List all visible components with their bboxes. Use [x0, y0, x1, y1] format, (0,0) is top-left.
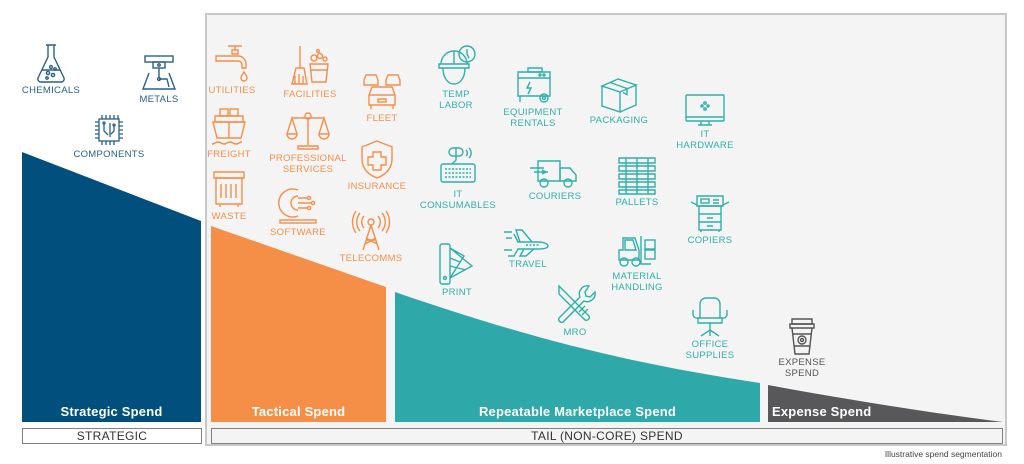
coffee-cup-icon — [789, 318, 815, 355]
copier-icon — [690, 195, 730, 232]
item-couriers: COURIERS — [522, 158, 588, 203]
item-label: UTILITIES — [208, 85, 256, 96]
dumpster-icon — [213, 171, 245, 207]
box-icon — [600, 78, 638, 113]
item-label: FREIGHT — [207, 149, 251, 160]
item-equipment-rentals: EQUIPMENT RENTALS — [498, 64, 568, 129]
item-label: TRAVEL — [508, 259, 548, 270]
plane-icon — [504, 229, 549, 257]
item-label: IT — [700, 129, 710, 140]
item-fleet: FLEET — [356, 70, 408, 125]
item-pallets: PALLETS — [606, 154, 668, 209]
item-copiers: COPIERS — [680, 192, 740, 247]
item-label: COPIERS — [687, 235, 733, 246]
strategic-category-bar: STRATEGIC — [22, 428, 202, 444]
item-label: FLEET — [366, 113, 398, 124]
item-label-line2: SERVICES — [282, 163, 334, 175]
strategic-spend-label: Strategic Spend — [60, 404, 163, 419]
marketplace-shape — [395, 292, 760, 422]
item-label: PACKAGING — [589, 115, 649, 126]
item-office-supplies: OFFICE SUPPLIES — [680, 296, 740, 361]
item-label: CHEMICALS — [21, 85, 81, 96]
strategic-shape — [22, 152, 201, 422]
gear-circuit-icon — [278, 188, 317, 224]
hardhat-clock-icon — [438, 45, 476, 85]
item-label: MATERIAL — [612, 271, 662, 282]
item-label: TEMP — [442, 89, 470, 100]
forklift-icon — [618, 236, 656, 267]
item-label: PALLETS — [615, 197, 659, 208]
tactical-shape — [211, 226, 386, 422]
item-it-consumables: IT CONSUMABLES — [416, 146, 500, 211]
expense-spend-label: Expense Spend — [772, 404, 872, 419]
item-label: SOFTWARE — [270, 227, 326, 238]
item-packaging: PACKAGING — [584, 76, 654, 127]
item-waste: WASTE — [206, 168, 252, 223]
caption: Illustrative spend segmentation — [884, 449, 1002, 459]
item-label-line2: HARDWARE — [676, 139, 734, 151]
item-label: PRINT — [442, 287, 472, 298]
item-label-line2: SUPPLIES — [685, 349, 735, 361]
item-label: IT — [453, 189, 463, 200]
swatch-icon — [439, 243, 474, 285]
monitor-icon — [685, 94, 725, 126]
chair-icon — [692, 297, 728, 337]
item-insurance: INSURANCE — [342, 138, 412, 193]
item-label-line2: RENTALS — [510, 117, 556, 129]
tactical-spend-label: Tactical Spend — [251, 404, 346, 419]
scales-icon — [286, 112, 330, 150]
item-label-line2: CONSUMABLES — [419, 199, 497, 211]
broom-bucket-icon — [291, 46, 329, 85]
item-label: COURIERS — [528, 191, 582, 202]
item-label: COMPONENTS — [73, 149, 145, 160]
item-label: INSURANCE — [347, 181, 407, 192]
item-mro: MRO — [548, 282, 602, 339]
item-label: MRO — [563, 327, 587, 338]
tools-icon — [558, 284, 596, 323]
item-metals: METALS — [134, 53, 184, 106]
pallets-icon — [618, 157, 656, 195]
item-label: TELECOMMS — [339, 253, 403, 264]
item-label: OFFICE — [691, 339, 729, 350]
shield-cross-icon — [361, 140, 393, 179]
item-label: WASTE — [211, 211, 247, 222]
item-chemicals: CHEMICALS — [18, 42, 84, 97]
tail-category-bar: TAIL (NON-CORE) SPEND — [211, 428, 1003, 444]
item-material-handling: MATERIAL HANDLING — [602, 234, 672, 293]
cars-icon — [363, 74, 401, 109]
item-label-line2: LABOR — [439, 99, 473, 111]
faucet-icon — [215, 45, 248, 82]
item-label: PROFESSIONAL — [269, 153, 347, 164]
antenna-icon — [351, 210, 391, 251]
item-facilities: FACILITIES — [278, 44, 342, 101]
item-label: EQUIPMENT — [503, 107, 563, 118]
item-print: PRINT — [430, 242, 484, 299]
ship-icon — [211, 108, 246, 145]
expense-shape — [768, 385, 1003, 422]
item-expense-spend: EXPENSE SPEND — [774, 316, 830, 379]
item-utilities: UTILITIES — [206, 42, 258, 97]
item-label-line2: HANDLING — [611, 281, 663, 293]
item-telecomms: TELECOMMS — [334, 210, 408, 265]
item-temp-labor: TEMP LABOR — [428, 44, 484, 111]
item-label: FACILITIES — [283, 89, 337, 100]
item-professional-services: PROFESSIONAL SERVICES — [262, 112, 354, 175]
item-freight: FREIGHT — [204, 106, 254, 161]
marketplace-spend-label: Repeatable Marketplace Spend — [478, 404, 677, 419]
item-label: EXPENSE — [778, 357, 826, 368]
item-label-line2: SPEND — [784, 367, 820, 379]
item-it-hardware: IT HARDWARE — [672, 92, 738, 151]
item-travel: TRAVEL — [500, 228, 556, 271]
flask-icon — [37, 44, 65, 83]
keyboard-mouse-icon — [440, 147, 476, 183]
item-software: SOFTWARE — [266, 186, 330, 239]
metal-press-icon — [141, 55, 177, 90]
chip-icon — [95, 115, 123, 145]
item-components: COMPONENTS — [66, 112, 152, 161]
item-label: METALS — [139, 94, 179, 105]
truck-icon — [530, 160, 577, 188]
generator-icon — [517, 67, 551, 103]
